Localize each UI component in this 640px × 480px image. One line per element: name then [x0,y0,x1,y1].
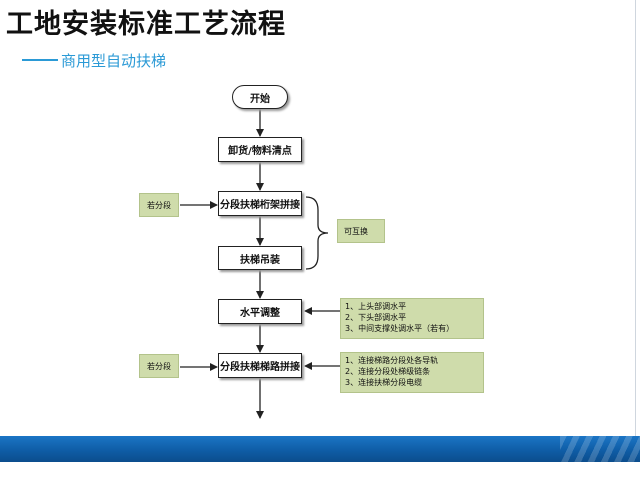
subtitle-dash [22,59,58,61]
flow-node-step-splice: 分段扶梯梯路拼接 [218,353,302,378]
flow-node-start: 开始 [232,85,288,109]
flow-node-unload: 卸货/物料清点 [218,137,302,162]
interchange-brace [305,196,329,270]
note-step-3: 3、连接扶梯分段电缆 [345,378,423,387]
note-level-step-3: 3、中间支撑处调水平（若有） [345,324,455,333]
note-step-2: 2、连接分段处梯级链条 [345,367,431,376]
note-segmented-1: 若分段 [139,193,179,217]
flow-node-level-adjust: 水平调整 [218,299,302,324]
note-step-1: 1、连接梯路分段处各导轨 [345,356,439,365]
note-step-splice-steps: 1、连接梯路分段处各导轨 2、连接分段处梯级链条 3、连接扶梯分段电缆 [340,352,484,393]
page-subtitle: 商用型自动扶梯 [61,51,167,70]
note-level-step-2: 2、下头部调水平 [345,313,407,322]
note-segmented-2: 若分段 [139,354,179,378]
note-interchangeable: 可互换 [337,219,385,243]
note-level-steps: 1、上头部调水平 2、下头部调水平 3、中间支撑处调水平（若有） [340,298,484,339]
flow-node-hoist: 扶梯吊装 [218,246,302,270]
footer-stripes [560,436,640,462]
page-title: 工地安装标准工艺流程 [6,9,286,40]
right-border-line [635,0,636,440]
subtitle-row: 商用型自动扶梯 [22,50,166,70]
flow-node-truss-splice: 分段扶梯桁架拼接 [218,191,302,216]
note-level-step-1: 1、上头部调水平 [345,302,407,311]
footer-bar [0,436,640,462]
